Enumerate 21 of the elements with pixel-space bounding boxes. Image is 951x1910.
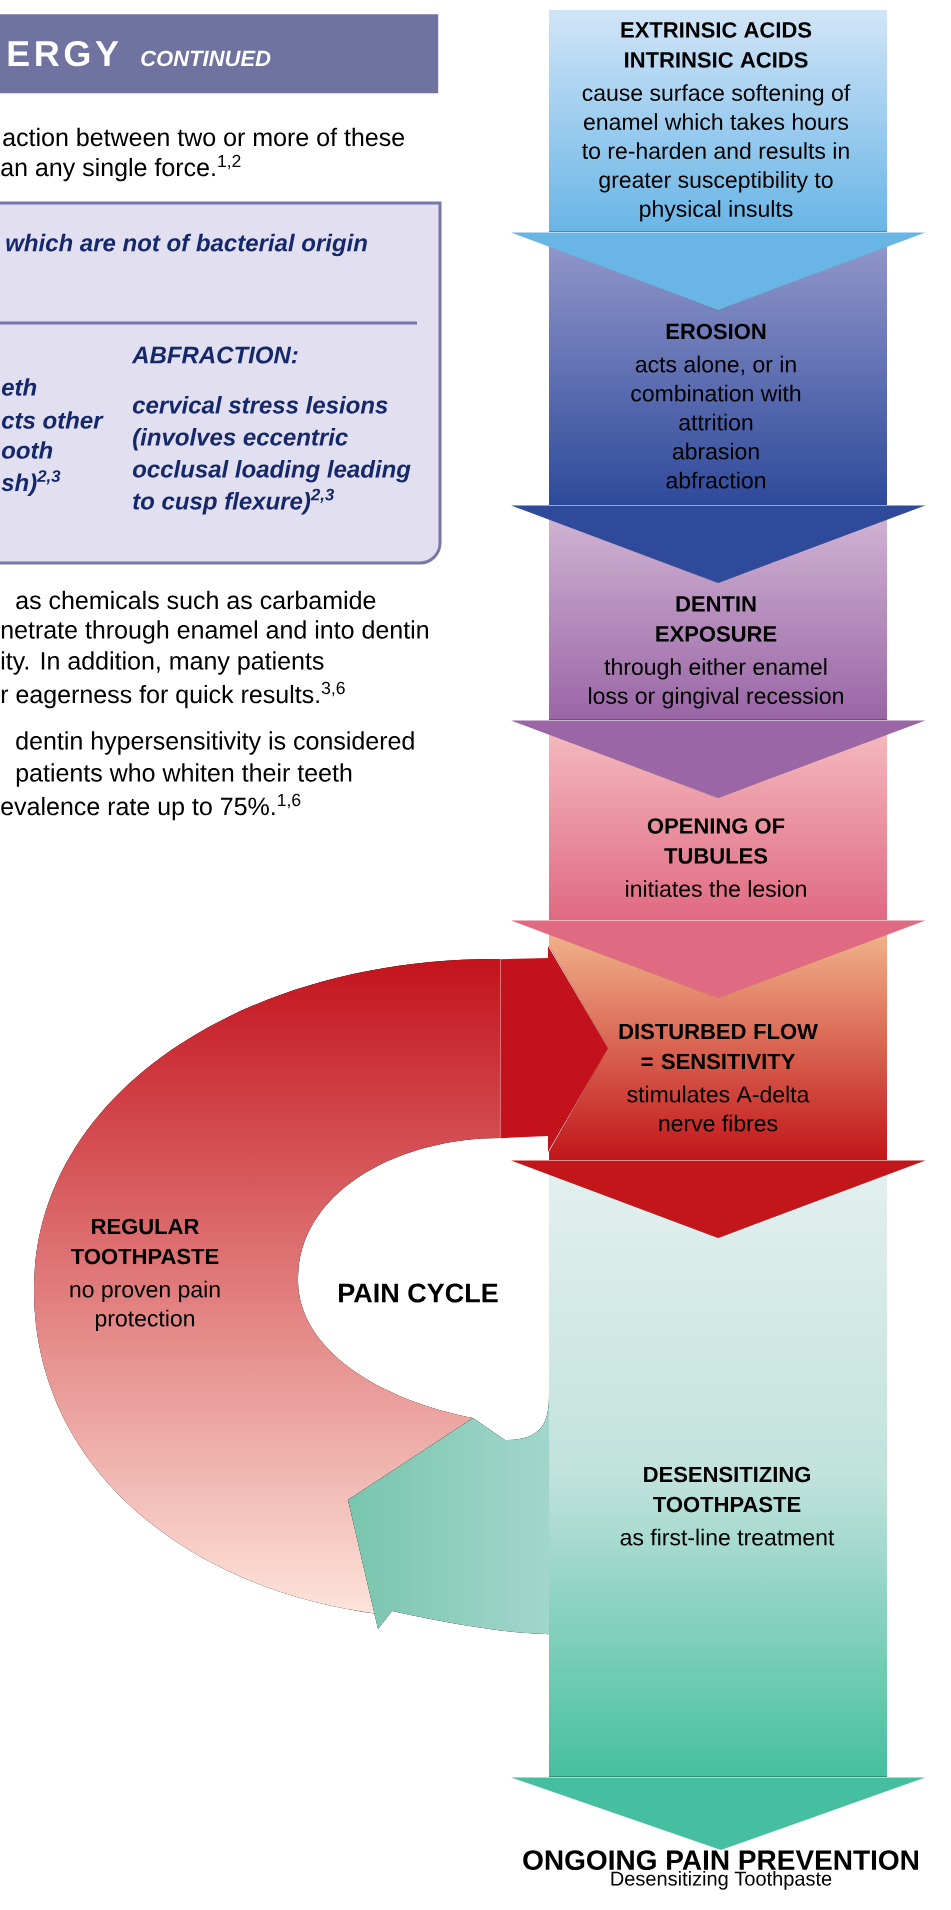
chevron-arrow xyxy=(511,920,926,998)
paragraph-line: as chemicals such as carbamide xyxy=(16,590,376,610)
chevron-arrow xyxy=(511,505,926,583)
paragraph-line: an any single force.$^{1,2}$ xyxy=(1,154,241,182)
curved-arrow-head xyxy=(500,946,608,1152)
chevron-arrow xyxy=(511,720,926,798)
paragraph-line: action between two or more of these xyxy=(3,127,404,147)
paragraph-line: evalence rate up to 75%.$^{1,6}$ xyxy=(1,793,301,821)
chevron-arrow xyxy=(511,232,926,310)
chevron-arrow xyxy=(511,1160,926,1238)
paragraph-line: netrate through enamel and into dentin xyxy=(1,620,428,644)
paragraph-line: r eagerness for quick results.$^{3,6}$ xyxy=(1,681,345,709)
process-band: EXTRINSIC ACIDS INTRINSIC ACIDS cause surface softening of enamel which takes hours to re-harden and results in greater susceptibility to physical insults xyxy=(549,10,887,232)
paragraph-line: patients who whiten their teeth xyxy=(16,763,352,787)
chevron-arrow xyxy=(511,1777,926,1850)
outcome-text: ONGOING PAIN PREVENTION Desensitizing Toothpaste xyxy=(523,1850,918,1890)
paragraph-line: dentin hypersensitivity is considered xyxy=(16,731,414,755)
info-panel: which are not of bacterial origin eth cts other ooth sh)$^{2,3}$ ABFRACTION: cervical stress lesions (involves eccentric occlusal loading leading to cusp flexure)$^{2,3}$ xyxy=(0,201,442,565)
paragraph-line: ity. In addition, many patients xyxy=(1,651,324,675)
cycle-label: PAIN CYCLE xyxy=(339,1283,498,1303)
header-banner: ERGY CONTINUED xyxy=(0,14,439,94)
